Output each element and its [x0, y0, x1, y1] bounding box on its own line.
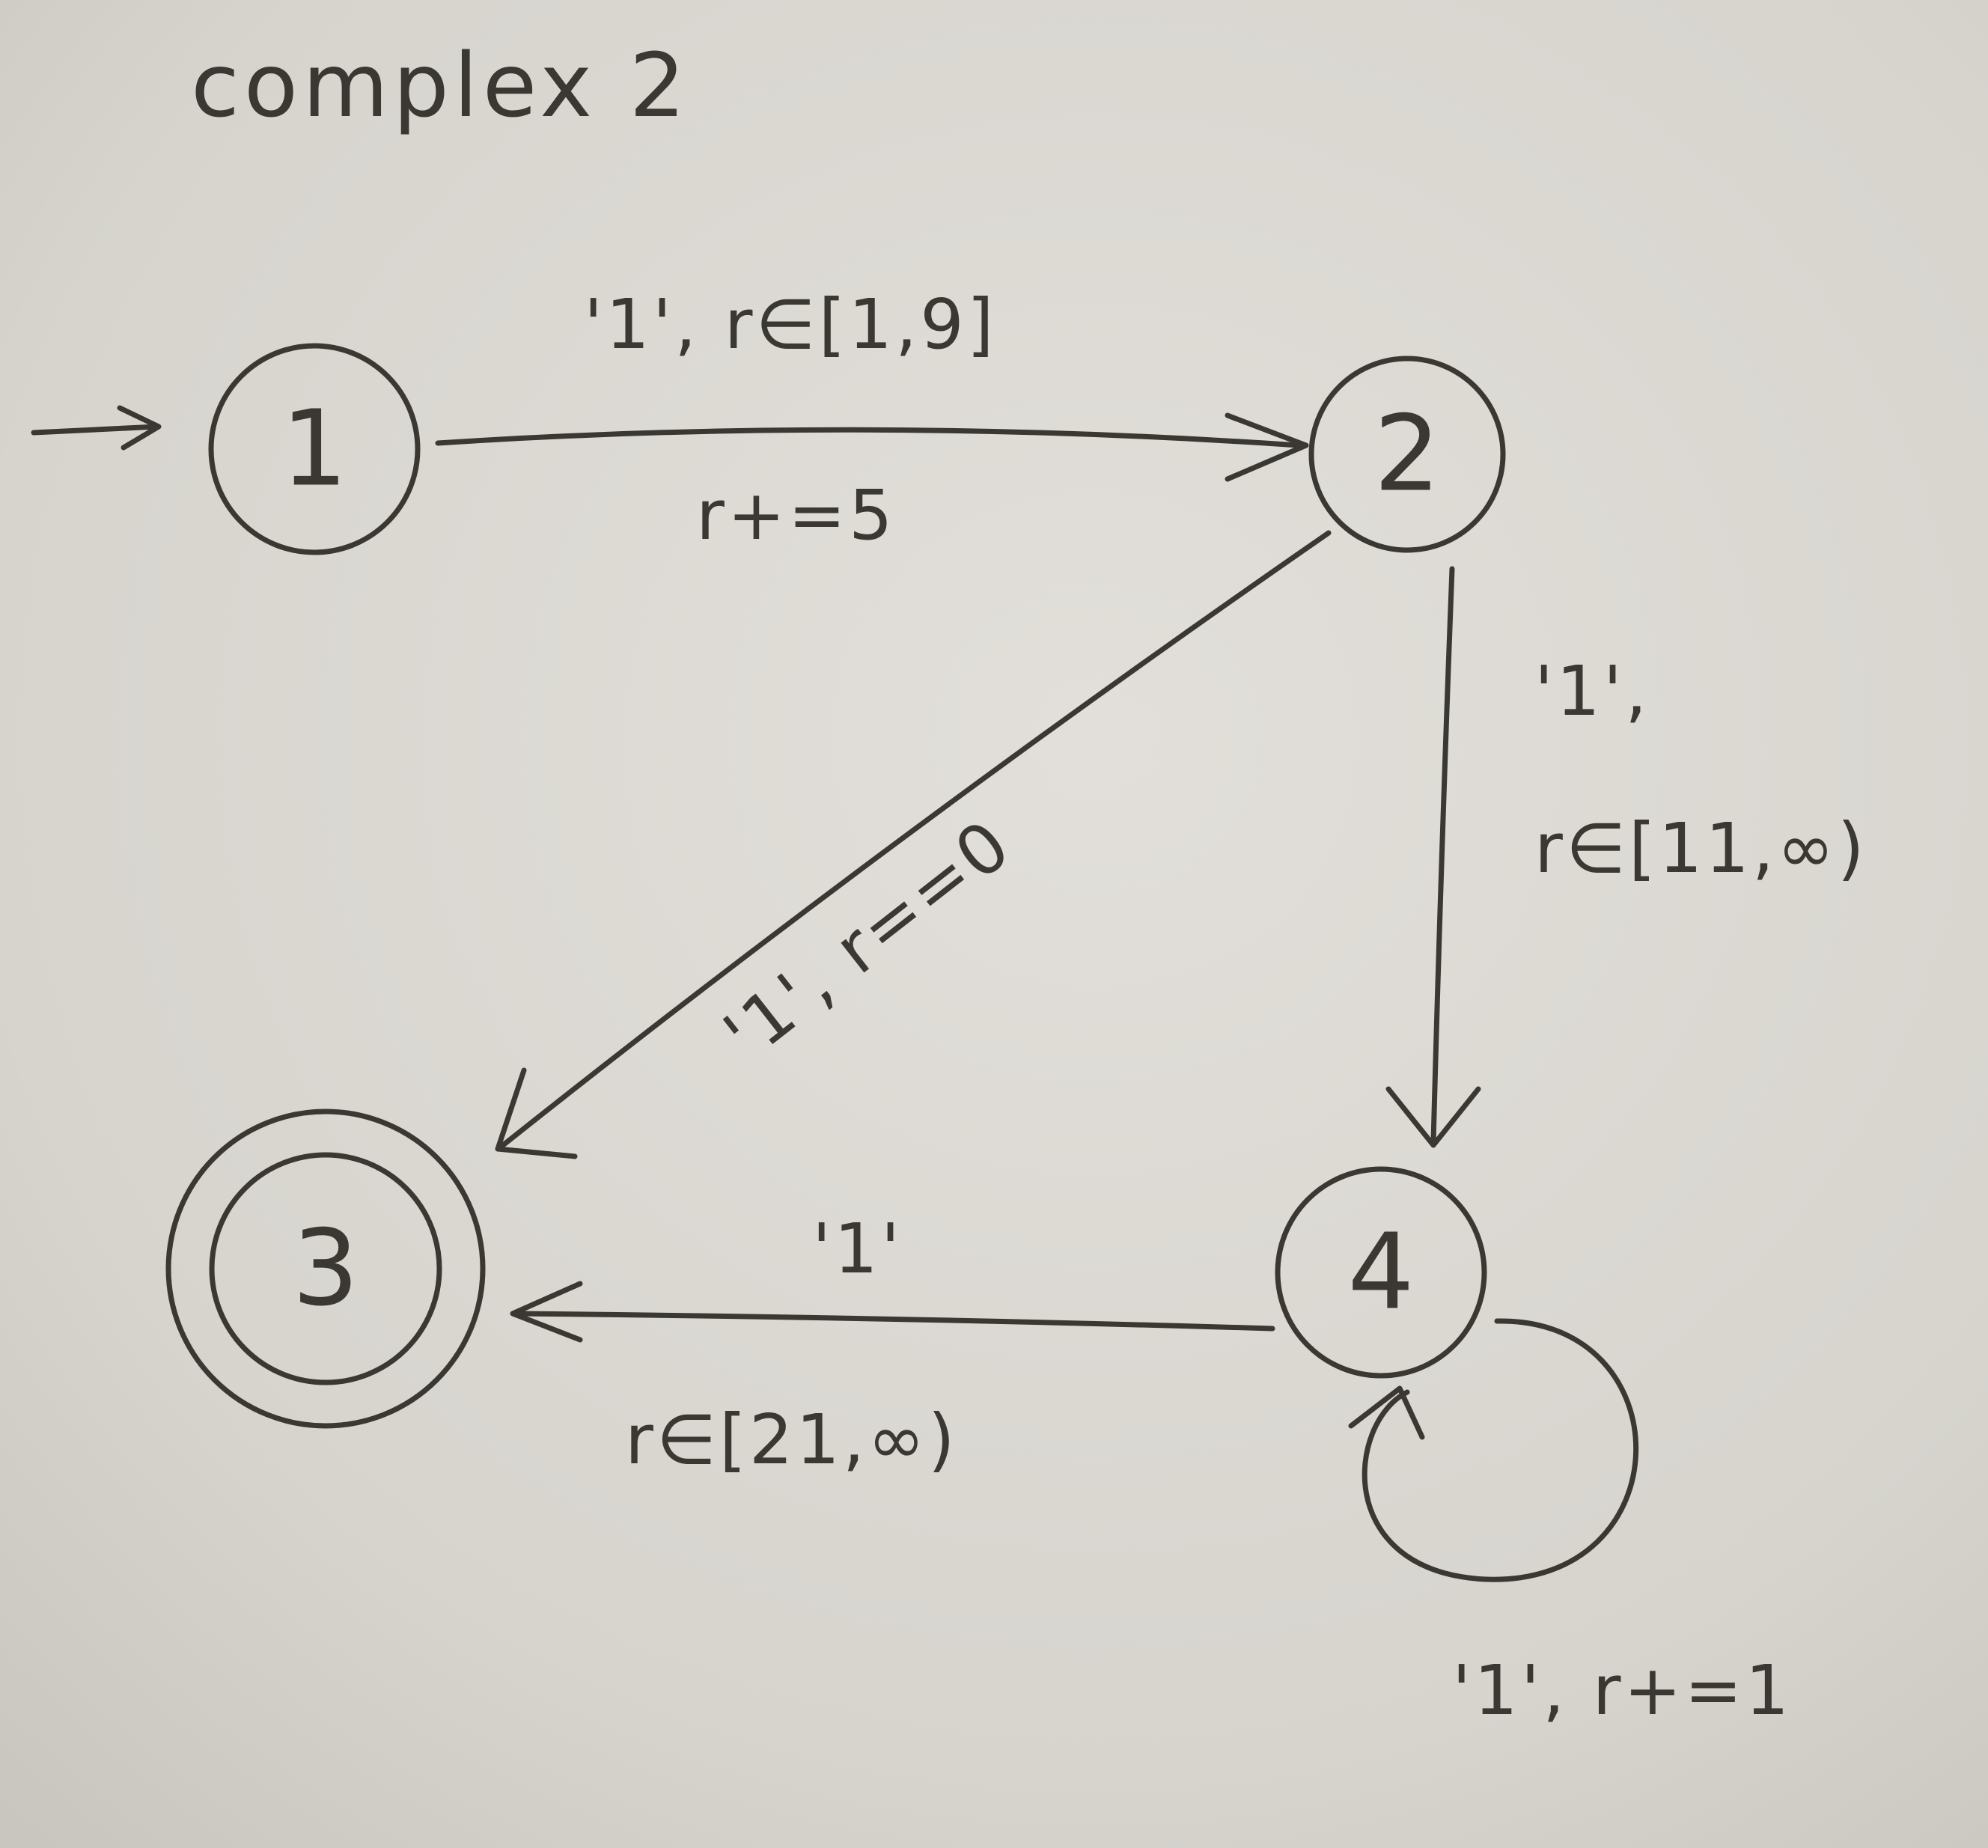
transition-2-to-4-condition-2: r∈[11,∞) — [1534, 808, 1867, 888]
state-2-label: 2 — [1373, 394, 1440, 516]
state-1-label: 1 — [281, 388, 347, 510]
transition-1-to-2: '1', r∈[1,9] r+=5 — [435, 284, 1309, 555]
transition-2-to-4: '1', r∈[11,∞) — [1385, 566, 1867, 1148]
start-arrow — [31, 405, 162, 451]
transition-4-self-loop-label: '1', r+=1 — [1452, 1650, 1792, 1730]
transition-4-to-3-condition: '1' — [812, 1209, 903, 1289]
transition-1-to-2-condition: '1', r∈[1,9] — [584, 284, 997, 365]
transition-4-to-3-action: r∈[21,∞) — [625, 1400, 958, 1480]
transition-1-to-2-action: r+=5 — [696, 475, 896, 555]
state-2: 2 — [1308, 356, 1506, 553]
transition-2-to-4-condition: '1', — [1534, 651, 1650, 731]
state-4: 4 — [1275, 1166, 1487, 1379]
transition-4-to-3: '1' r∈[21,∞) — [510, 1209, 1275, 1480]
diagram-title: complex 2 — [191, 34, 690, 137]
state-3-label: 3 — [292, 1208, 359, 1330]
state-3: 3 — [165, 1109, 486, 1429]
transition-4-self-loop: '1', r+=1 — [1348, 1318, 1792, 1730]
state-4-label: 4 — [1347, 1212, 1414, 1334]
state-1: 1 — [208, 343, 421, 555]
